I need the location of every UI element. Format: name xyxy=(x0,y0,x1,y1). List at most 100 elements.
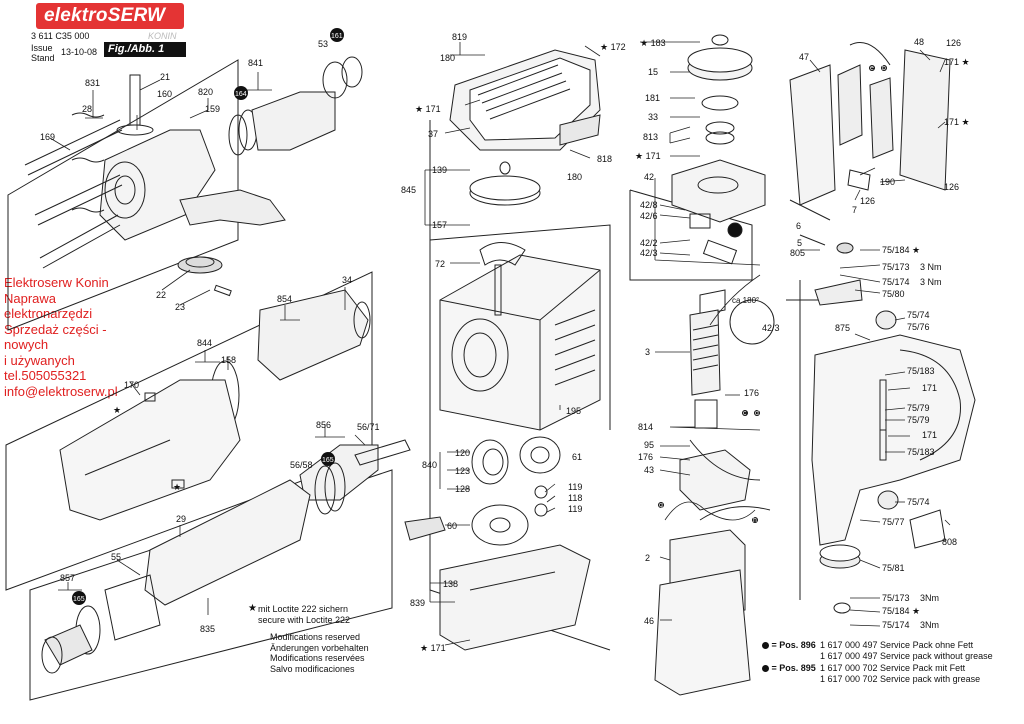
part-label: 845 xyxy=(401,185,416,195)
part-label: 856 xyxy=(316,420,331,430)
black-dot-icon xyxy=(762,665,769,673)
part-label: 34 xyxy=(342,275,352,285)
part-label: 21 xyxy=(160,72,170,82)
part-label: 46 xyxy=(644,616,654,626)
part-label: 126 xyxy=(860,196,875,206)
part-label: 75/173 xyxy=(882,262,910,272)
pos895-line: 1 617 000 702 Service Pack mit Fett xyxy=(820,663,966,673)
drawing-code: 3 611 C35 000 xyxy=(31,31,90,41)
part-label: 42/3 xyxy=(762,323,780,333)
part-label: 835 xyxy=(200,624,215,634)
black-dot-icon xyxy=(762,642,769,650)
part-label: 857 xyxy=(60,573,75,583)
part-label: 171 ★ xyxy=(944,117,970,127)
part-label: 119 xyxy=(568,482,582,492)
part-label: 805 xyxy=(790,248,805,258)
part-label: 43 xyxy=(644,465,654,475)
part-label: 3Nm xyxy=(920,593,939,603)
part-label: 831 xyxy=(85,78,100,88)
badge-label: 161 xyxy=(331,33,343,40)
part-label: 75/184 ★ xyxy=(882,245,920,255)
part-label: 48 xyxy=(914,37,924,47)
issue-date: 13-10-08 xyxy=(61,47,98,57)
part-label: 75/183 xyxy=(907,366,935,376)
pos895-line: 1 617 000 702 Service pack with grease xyxy=(820,673,981,684)
part-label: 75/174 xyxy=(882,620,910,630)
part-label: ★ 171 xyxy=(635,151,661,161)
part-label: 72 xyxy=(435,259,445,269)
star-icon: ★ xyxy=(113,405,121,415)
part-label: 42/8 xyxy=(640,200,658,210)
part-label: 3Nm xyxy=(920,620,939,630)
part-label: 5 xyxy=(797,238,802,248)
pos896-lines: 1 617 000 497 Service Pack ohne Fett 1 6… xyxy=(820,640,993,661)
part-label: 159 xyxy=(205,104,220,114)
part-label: 95 xyxy=(644,440,654,450)
part-label: 126 xyxy=(946,38,961,48)
part-label: 42/3 xyxy=(640,248,658,258)
part-label: 169 xyxy=(40,132,55,142)
tag-label: d xyxy=(755,410,759,417)
badge-label: 164 xyxy=(235,91,247,98)
part-label: 139 xyxy=(432,165,447,175)
part-label: 195 xyxy=(566,406,581,416)
brand-name: elektroSERW xyxy=(44,5,166,26)
part-label: 75/183 xyxy=(907,447,935,457)
part-label: 6 xyxy=(796,221,801,231)
part-label: 854 xyxy=(277,294,292,304)
pos895-lines: 1 617 000 702 Service Pack mit Fett 1 61… xyxy=(820,663,980,684)
part-label: 128 xyxy=(455,484,470,494)
part-label: 42/6 xyxy=(640,211,658,221)
part-label: 176 xyxy=(744,388,759,398)
pos895-label: = Pos. 895 xyxy=(771,663,816,673)
part-label: 75/81 xyxy=(882,563,905,573)
part-label: 171 xyxy=(922,430,937,440)
part-label: ★ 171 xyxy=(415,104,441,114)
part-label: 157 xyxy=(432,220,447,230)
part-label: 75/79 xyxy=(907,403,930,413)
part-label: 190 xyxy=(880,177,895,187)
part-label: 180 xyxy=(567,172,582,182)
part-label: 75/173 xyxy=(882,593,910,603)
part-label: 844 xyxy=(197,338,212,348)
pos896-note: = Pos. 896 xyxy=(762,640,816,651)
issue-label: Issue xyxy=(31,43,53,53)
part-label: 56/71 xyxy=(357,422,380,432)
part-label: 126 xyxy=(944,182,959,192)
part-label: 160 xyxy=(157,89,172,99)
part-label: 181 xyxy=(645,93,660,103)
tag-label: b xyxy=(882,65,886,72)
part-label: 37 xyxy=(428,129,438,139)
part-label: 123 xyxy=(455,466,470,476)
part-label: 75/76 xyxy=(907,322,930,332)
part-label: 75/174 xyxy=(882,277,910,287)
pos896-label: = Pos. 896 xyxy=(771,640,816,650)
part-label: 53 xyxy=(318,39,328,49)
part-label: 818 xyxy=(597,154,612,164)
part-label: 42/2 xyxy=(640,238,658,248)
part-label: ★ 172 xyxy=(600,42,626,52)
part-label: 23 xyxy=(175,302,185,312)
part-label: 158 xyxy=(221,355,236,365)
part-label: ca.180° xyxy=(732,296,759,305)
tag-label: h xyxy=(753,517,757,524)
badge-label: 165 xyxy=(322,457,334,464)
star-icon: ★ xyxy=(173,482,181,492)
part-label: 119 xyxy=(568,504,582,514)
part-label: 840 xyxy=(422,460,437,470)
part-label: 75/74 xyxy=(907,497,930,507)
part-label: 29 xyxy=(176,514,186,524)
part-label: 22 xyxy=(156,290,166,300)
part-label: 814 xyxy=(638,422,653,432)
part-label: 61 xyxy=(572,452,582,462)
part-label: 75/74 xyxy=(907,310,930,320)
part-label: 75/79 xyxy=(907,415,930,425)
part-label: 3 Nm xyxy=(920,277,942,287)
pos895-note: = Pos. 895 xyxy=(762,663,816,674)
part-label: 28 xyxy=(82,104,92,114)
part-label: 180 xyxy=(440,53,455,63)
part-label: 808 xyxy=(942,537,957,547)
part-label: 171 ★ xyxy=(944,57,970,67)
